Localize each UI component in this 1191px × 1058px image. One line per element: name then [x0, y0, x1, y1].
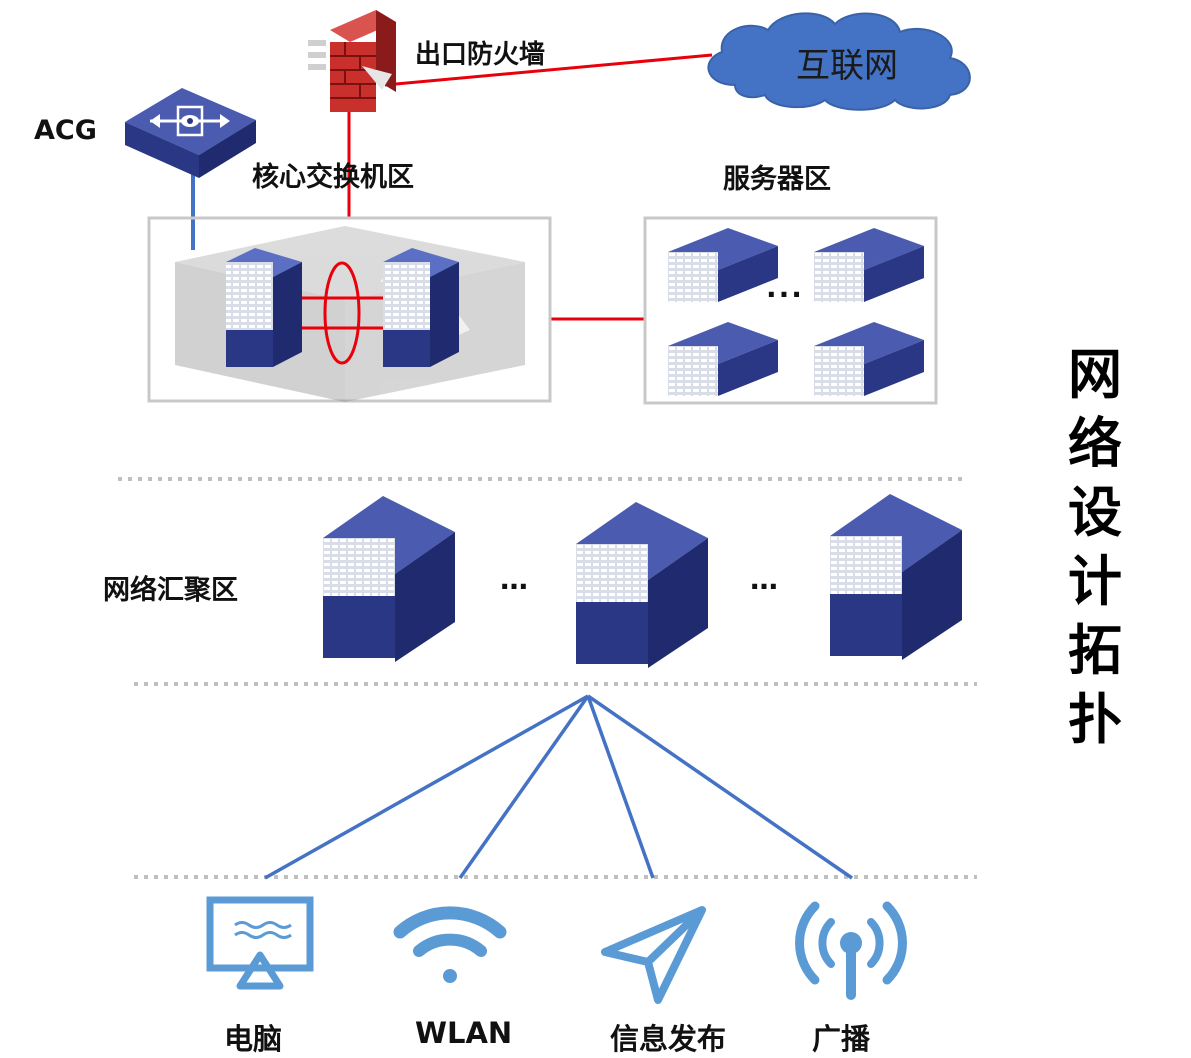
firewall-label: 出口防火墙: [415, 40, 546, 70]
title-char: 扑: [1068, 688, 1122, 751]
monitor-icon: [206, 896, 314, 990]
title-char: 络: [1068, 412, 1122, 475]
aggregation-switch-1-icon: [323, 496, 455, 662]
server-3-icon: [668, 322, 778, 396]
core-switch-2-icon: [383, 248, 459, 367]
access-links: [264, 694, 853, 880]
aggregation-ellipsis-2: …: [750, 563, 780, 596]
aggregation-ellipsis-1: …: [500, 563, 530, 596]
links: [191, 53, 713, 321]
endpoint-label-broadcast: 广播: [812, 1022, 871, 1056]
server-2-icon: [814, 228, 924, 302]
separators: [118, 477, 977, 879]
acg-label: ACG: [34, 115, 97, 146]
title-char: 设: [1068, 481, 1122, 544]
title-char: 拓: [1068, 619, 1122, 682]
page-title: 网络设计拓扑: [1062, 340, 1128, 754]
endpoint-label-pc: 电脑: [224, 1022, 283, 1056]
core-switch-zone: [147, 216, 552, 403]
internet-label: 互联网: [796, 46, 898, 86]
title-char: 网: [1068, 343, 1122, 406]
internet-cloud-icon: [707, 12, 971, 111]
link-aggregation-ring: [323, 261, 361, 365]
aggregation-switch-2-icon: [576, 502, 708, 668]
broadcast-antenna-icon: [795, 901, 907, 1000]
server-4-icon: [814, 322, 924, 396]
paper-plane-icon: [601, 906, 706, 1004]
core-zone-label: 核心交换机区: [252, 162, 414, 193]
aggregation-switch-3-icon: [830, 494, 962, 660]
title-char: 计: [1068, 550, 1122, 613]
server-zone: [643, 216, 938, 405]
aggregation-zone-label: 网络汇聚区: [103, 575, 238, 606]
core-switch-1-icon: [226, 248, 302, 367]
server-zone-label: 服务器区: [723, 164, 831, 195]
firewall-internet-link: [384, 53, 713, 87]
server-ellipsis: ···: [766, 278, 804, 311]
wifi-icon: [393, 906, 507, 983]
endpoint-label-info-release: 信息发布: [610, 1022, 727, 1056]
acg-device-icon: [125, 88, 256, 178]
server-1-icon: [668, 228, 778, 302]
endpoint-label-wlan: WLAN: [415, 1016, 513, 1050]
firewall-icon: [308, 10, 396, 112]
